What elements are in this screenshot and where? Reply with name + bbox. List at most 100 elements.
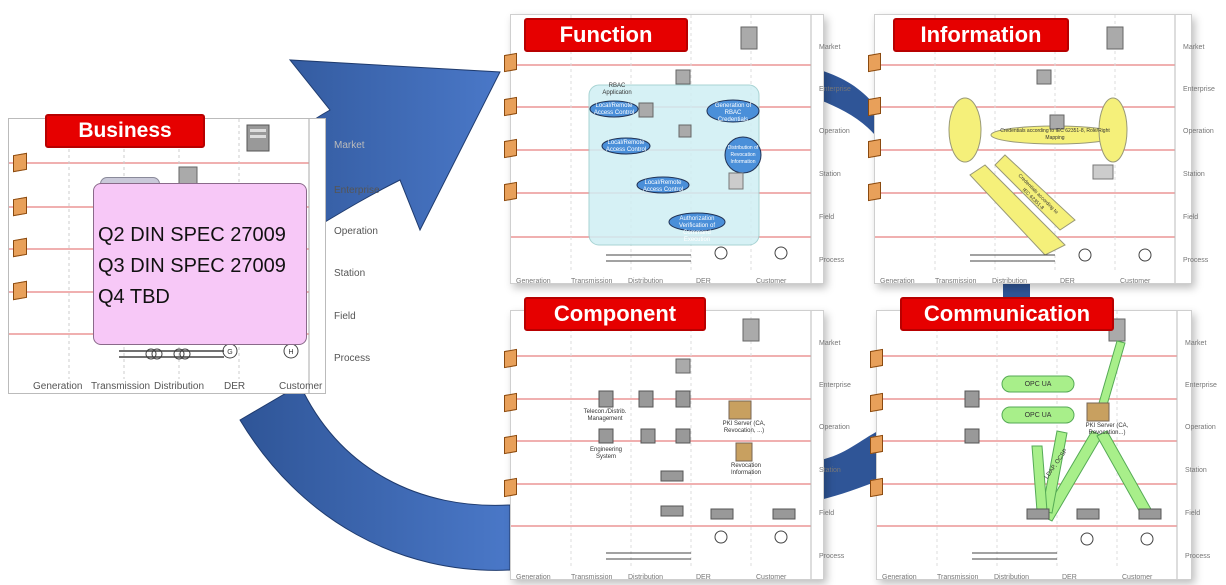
business-zone-station: Station	[334, 268, 366, 279]
communication-label-opcua-1: OPC UA	[1024, 381, 1052, 388]
business-note-line-3: Q4 TBD	[98, 286, 170, 308]
component-panel: PKI Server (CA, Revocation, ...) Revocat…	[510, 310, 824, 580]
information-grid	[875, 15, 1176, 283]
top-right-arrow	[820, 70, 875, 135]
business-domain-distribution: Distribution	[154, 381, 205, 392]
communication-domain-der: DER	[1062, 574, 1077, 581]
function-zone-field: Field	[819, 214, 835, 221]
component-zone-operation: Operation	[819, 424, 850, 431]
information-domain-customer: Customer	[1120, 278, 1151, 285]
information-title: Information	[893, 18, 1069, 52]
communication-label-opcua-2: OPC UA	[1024, 412, 1052, 419]
component-zone-process: Process	[819, 553, 845, 560]
communication-domain-generation: Generation	[882, 574, 917, 581]
business-domain-customer: Customer	[279, 381, 323, 392]
component-zone-enterprise: Enterprise	[819, 382, 851, 389]
svg-text:H: H	[288, 349, 293, 356]
component-label-engineering: Engineering System	[589, 447, 623, 460]
business-zone-process: Process	[334, 353, 371, 364]
information-zone-market: Market	[1183, 44, 1205, 51]
function-label-access-1: Local/Remote Access Control	[593, 103, 635, 116]
function-domain-generation: Generation	[516, 278, 551, 285]
business-marker-3	[13, 237, 27, 258]
function-zone-station: Station	[819, 171, 841, 178]
bottom-arrow	[239, 384, 511, 571]
information-marker-4	[868, 181, 881, 202]
component-domain-distribution: Distribution	[628, 574, 664, 581]
communication-title: Communication	[900, 297, 1114, 331]
information-panel: Credentials according to IEC 62351-8, Ro…	[874, 14, 1192, 284]
business-domain-generation: Generation	[33, 381, 83, 392]
communication-zone-process: Process	[1185, 553, 1211, 560]
component-marker-1	[504, 348, 517, 369]
business-marker-1	[13, 152, 27, 173]
business-marker-2	[13, 196, 27, 217]
information-marker-1	[868, 52, 881, 73]
component-marker-4	[504, 477, 517, 498]
function-domain-customer: Customer	[756, 278, 787, 285]
communication-marker-2	[870, 392, 883, 413]
component-marker-2	[504, 392, 517, 413]
function-label-distribution: Distribution of Revocation Information	[727, 145, 759, 165]
function-label-generation: Generation of RBAC Credentials	[714, 103, 752, 123]
function-grid	[511, 15, 812, 283]
function-marker-3	[504, 138, 517, 159]
component-zone-field: Field	[819, 510, 835, 517]
communication-panel: OPC UA OPC UA PKI Server (CA, Revocation…	[876, 310, 1192, 580]
information-domain-transmission: Transmission	[935, 278, 977, 285]
component-domain-transmission: Transmission	[571, 574, 613, 581]
svg-text:G: G	[227, 349, 232, 356]
component-label-revocation: Revocation Information	[730, 463, 762, 476]
communication-label-pki: PKI Server (CA, Revocation...)	[1085, 423, 1129, 436]
communication-marker-1	[870, 348, 883, 369]
information-zone-enterprise: Enterprise	[1183, 86, 1215, 93]
component-domain-customer: Customer	[756, 574, 787, 581]
business-marker-4	[13, 280, 27, 301]
function-domain-distribution: Distribution	[628, 278, 664, 285]
business-zone-enterprise: Enterprise	[334, 185, 380, 196]
information-label-credentials: Credentials according to IEC 62351-8, Ro…	[1000, 128, 1110, 141]
function-title: Function	[524, 18, 688, 52]
business-zone-field: Field	[334, 311, 356, 322]
component-zone-station: Station	[819, 467, 841, 474]
business-title: Business	[45, 114, 205, 148]
component-marker-3	[504, 434, 517, 455]
function-zone-process: Process	[819, 257, 845, 264]
information-domain-generation: Generation	[880, 278, 915, 285]
function-marker-2	[504, 96, 517, 117]
information-zone-station: Station	[1183, 171, 1205, 178]
information-domain-distribution: Distribution	[992, 278, 1028, 285]
business-note-line-2: Q3 DIN SPEC 27009	[98, 255, 286, 277]
component-domain-generation: Generation	[516, 574, 551, 581]
function-domain-der: DER	[696, 278, 711, 285]
function-label-authorization: Authorization Verification of Command Ex…	[678, 216, 716, 243]
business-zone-operation: Operation	[334, 226, 378, 237]
function-label-access-2: Local/Remote Access Control	[605, 140, 647, 153]
component-zone-market: Market	[819, 340, 841, 347]
function-domain-transmission: Transmission	[571, 278, 613, 285]
business-domain-der: DER	[224, 381, 246, 392]
function-label-access-3: Local/Remote Access Control	[642, 180, 684, 193]
communication-domain-distribution: Distribution	[994, 574, 1030, 581]
information-zone-operation: Operation	[1183, 128, 1214, 135]
component-domain-der: DER	[696, 574, 711, 581]
information-zone-field: Field	[1183, 214, 1199, 221]
function-zone-enterprise: Enterprise	[819, 86, 851, 93]
communication-zone-field: Field	[1185, 510, 1201, 517]
communication-domain-transmission: Transmission	[937, 574, 979, 581]
communication-marker-4	[870, 477, 883, 498]
communication-zone-station: Station	[1185, 467, 1207, 474]
function-marker-4	[504, 181, 517, 202]
business-note	[93, 183, 307, 345]
information-marker-3	[868, 138, 881, 159]
communication-zone-enterprise: Enterprise	[1185, 382, 1217, 389]
communication-domain-customer: Customer	[1122, 574, 1153, 581]
business-note-line-1: Q2 DIN SPEC 27009	[98, 224, 286, 246]
information-zone-process: Process	[1183, 257, 1209, 264]
communication-zone-operation: Operation	[1185, 424, 1216, 431]
bottom-mid-arrow	[820, 430, 880, 500]
function-zone-operation: Operation	[819, 128, 850, 135]
communication-marker-3	[870, 434, 883, 455]
component-label-pki: PKI Server (CA, Revocation, ...)	[722, 421, 766, 434]
business-domain-transmission: Transmission	[91, 381, 151, 392]
